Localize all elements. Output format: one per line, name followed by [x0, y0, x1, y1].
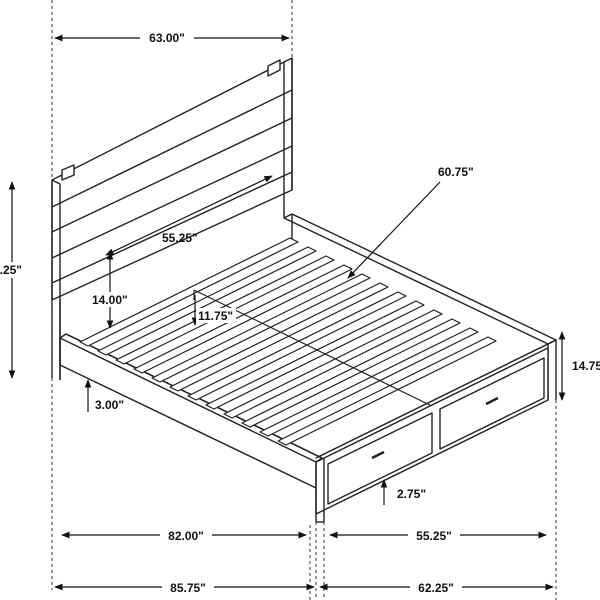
- drawer-left: [327, 412, 433, 505]
- label-overall-height: 57.25": [0, 263, 22, 277]
- label-overall-width: 62.25": [418, 581, 454, 595]
- label-overall-length: 85.75": [170, 581, 206, 595]
- label-slat-spacing: 11.75": [198, 309, 233, 323]
- dimension-labels: 63.00" 57.25" 55.25" 60.75" 14.00" 11.75…: [0, 30, 600, 595]
- footboard: [315, 339, 557, 523]
- label-inner-length: 82.00": [168, 529, 204, 543]
- slats: [79, 237, 497, 446]
- label-under-clearance: 3.00": [95, 398, 124, 412]
- label-footboard-width: 55.25": [416, 529, 452, 543]
- dim-line-inner-width: [105, 175, 273, 256]
- dim-line-diagonal: [347, 181, 441, 279]
- label-footboard-height: 14.75": [572, 359, 600, 373]
- label-drawer-clearance: 2.75": [397, 487, 426, 501]
- label-inner-width: 55.25": [162, 231, 198, 245]
- label-headboard-width: 63.00": [149, 31, 185, 45]
- label-headboard-panel: 14.00": [92, 293, 128, 307]
- drawer-right: [439, 357, 545, 450]
- bed-drawing: [51, 57, 557, 523]
- label-diagonal: 60.75": [438, 165, 474, 179]
